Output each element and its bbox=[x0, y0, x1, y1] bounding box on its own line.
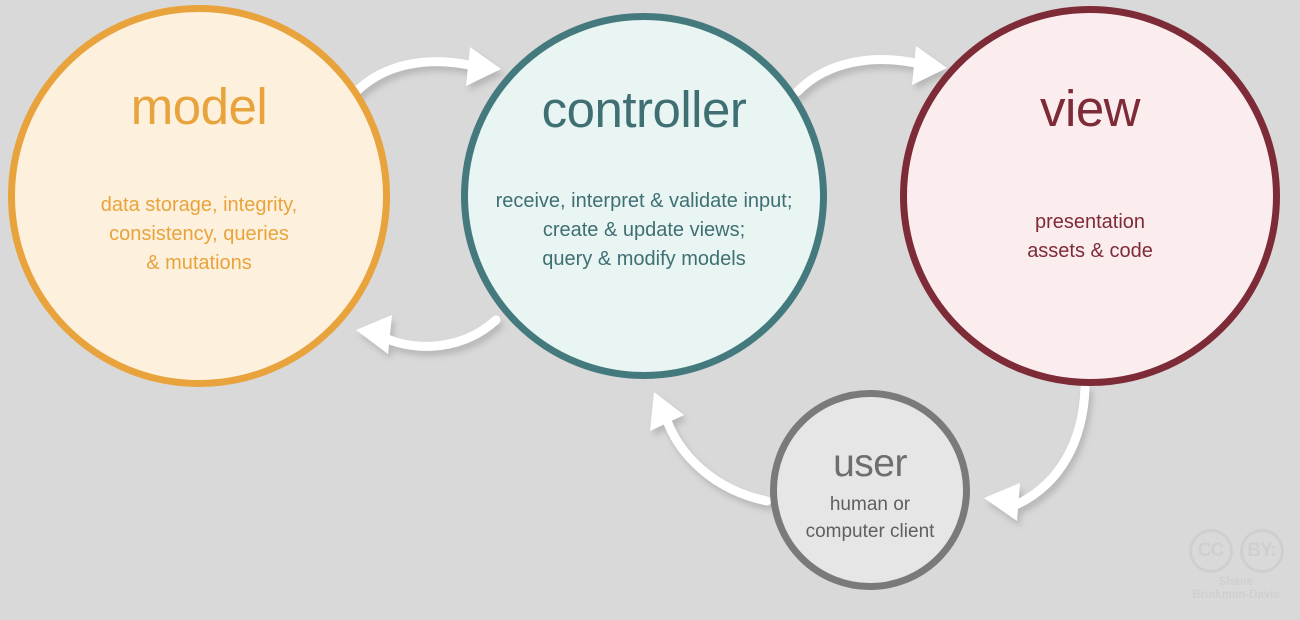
creative-commons-badge: CC BY: Shane Brinkman-Davis bbox=[1182, 529, 1290, 609]
node-view-description-line-2: assets & code bbox=[1027, 240, 1153, 262]
node-view-description-line-1: presentation bbox=[1034, 211, 1146, 233]
arrow-view-to-user bbox=[984, 383, 1090, 521]
node-view-description: presentation assets & code bbox=[1027, 208, 1153, 266]
arrow-user-to-controller bbox=[650, 392, 772, 506]
arrow-controller-to-model bbox=[356, 315, 501, 354]
cc-badge-icons: CC BY: bbox=[1182, 529, 1290, 573]
node-view-title: view bbox=[1039, 80, 1141, 137]
arrow-controller-to-view bbox=[792, 46, 947, 97]
node-controller-title: controller bbox=[541, 81, 747, 138]
attribution-icon: BY: bbox=[1239, 529, 1284, 573]
creative-commons-icon: CC bbox=[1188, 529, 1233, 573]
node-model-description: data storage, integrity, consistency, qu… bbox=[101, 191, 297, 278]
node-view[interactable]: view presentation assets & code bbox=[900, 6, 1280, 386]
node-model-title: model bbox=[130, 78, 268, 135]
node-user-description-line-2: computer client bbox=[805, 520, 935, 542]
node-controller-description-line-2: create & update views; bbox=[542, 219, 746, 241]
node-controller-description-line-3: query & modify models bbox=[542, 248, 746, 270]
node-user-title: user bbox=[833, 442, 907, 485]
node-model-description-line-3: & mutations bbox=[146, 252, 252, 274]
node-user-description-line-1: human or bbox=[829, 494, 911, 515]
node-model-description-line-2: consistency, queries bbox=[109, 223, 289, 245]
node-controller-description-line-1: receive, interpret & validate input; bbox=[495, 190, 793, 212]
node-controller[interactable]: controller receive, interpret & validate… bbox=[461, 13, 827, 379]
author-credit: Shane Brinkman-Davis bbox=[1182, 576, 1290, 602]
node-controller-description: receive, interpret & validate input; cre… bbox=[496, 187, 793, 274]
node-model[interactable]: model data storage, integrity, consisten… bbox=[8, 5, 390, 387]
node-user[interactable]: user human or computer client bbox=[770, 390, 970, 590]
arrow-model-to-controller bbox=[347, 47, 501, 101]
node-user-description: human or computer client bbox=[806, 492, 935, 545]
author-credit-line-1: Shane bbox=[1218, 576, 1254, 588]
author-credit-line-2: Brinkman-Davis bbox=[1192, 589, 1280, 602]
node-model-description-line-1: data storage, integrity, bbox=[100, 194, 298, 216]
